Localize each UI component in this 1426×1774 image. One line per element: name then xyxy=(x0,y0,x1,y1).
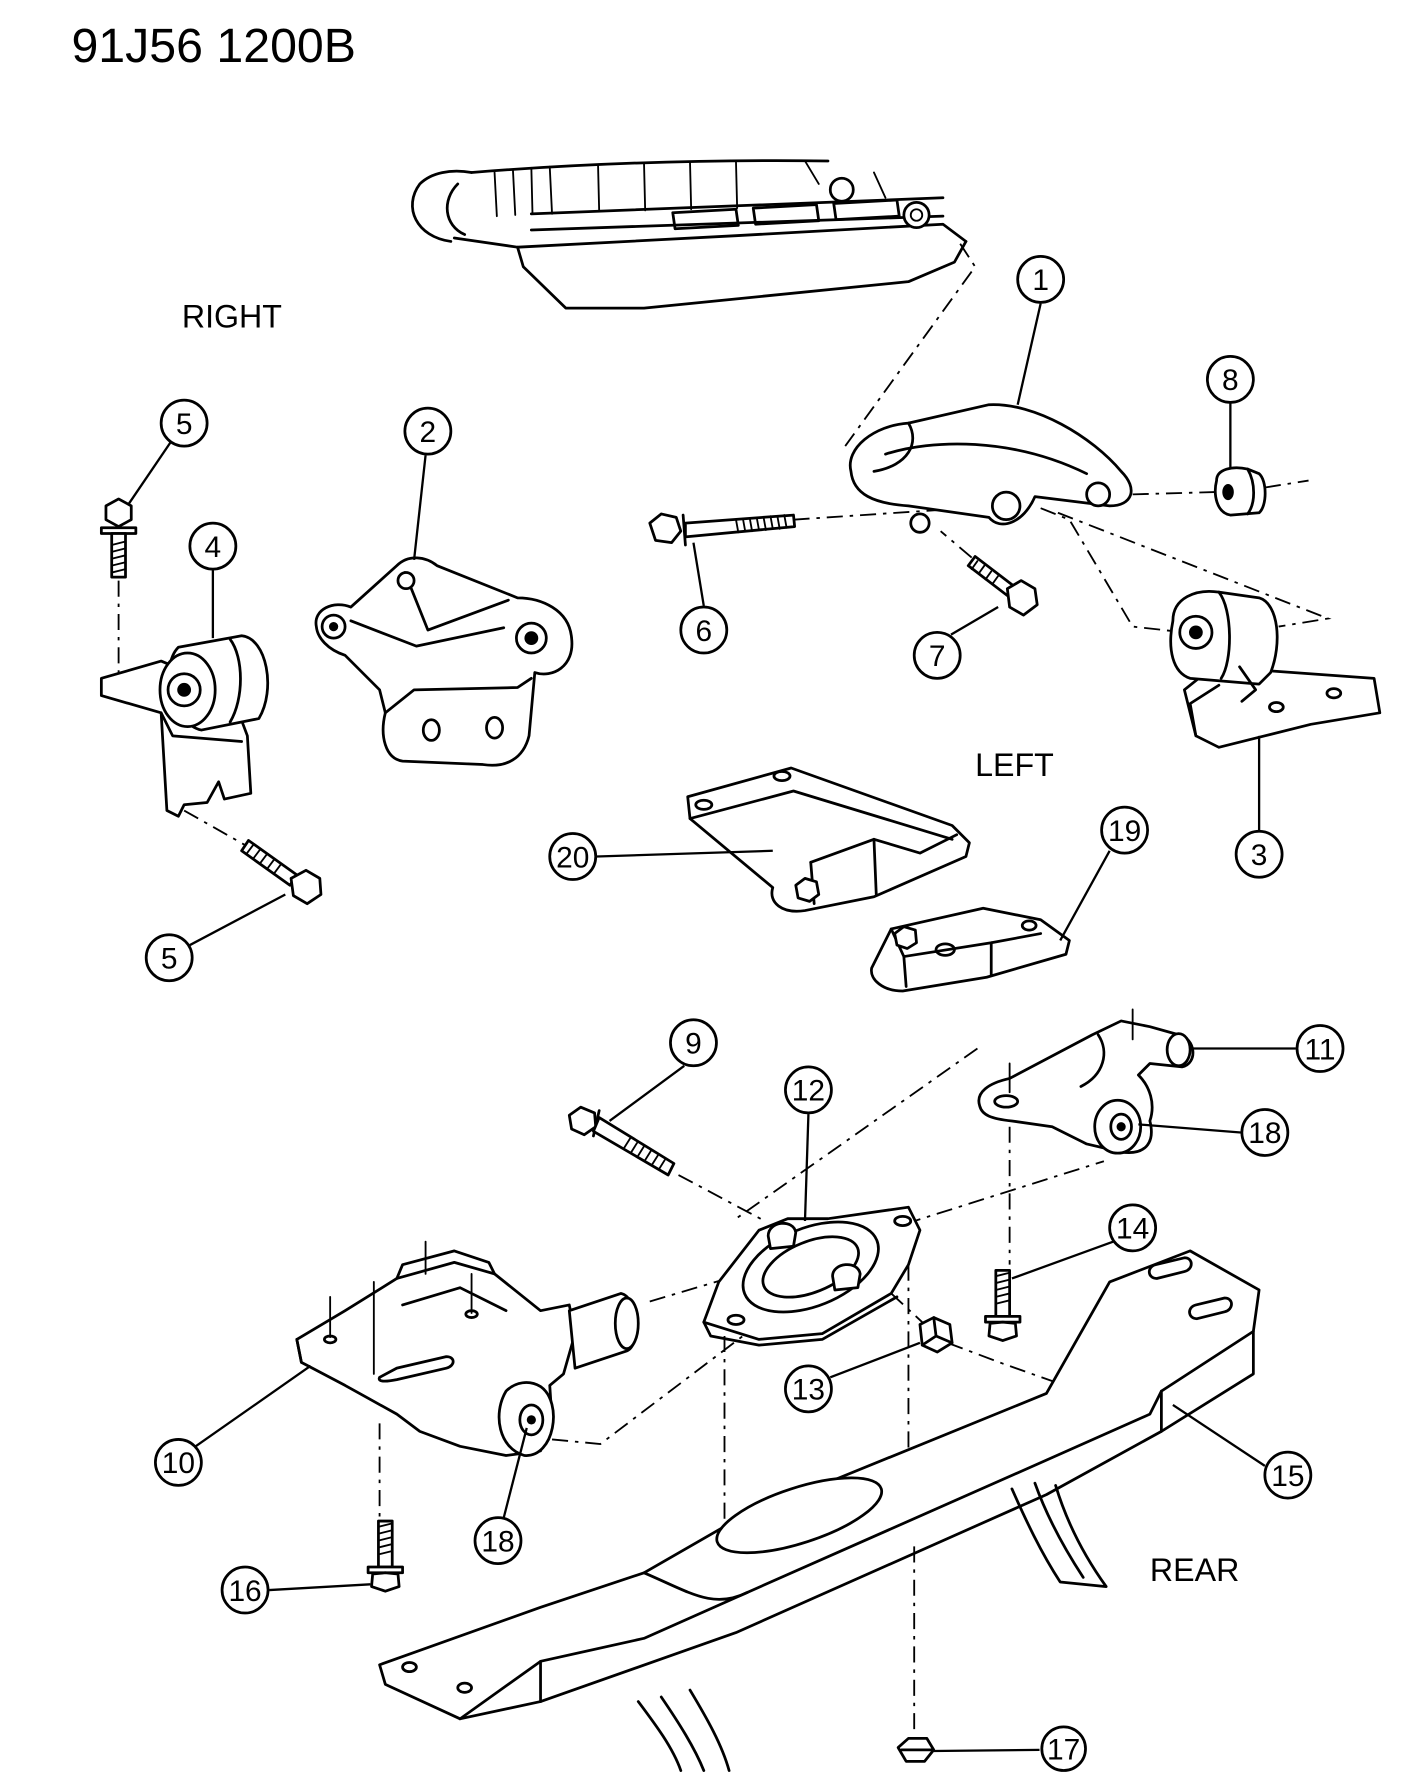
svg-text:1: 1 xyxy=(1032,264,1049,297)
engine-outline xyxy=(411,159,968,310)
callout-14: 14 xyxy=(1108,1203,1158,1253)
callout-20: 20 xyxy=(548,832,598,881)
svg-text:5: 5 xyxy=(176,408,193,441)
part-15-drawing xyxy=(378,1249,1261,1772)
svg-text:8: 8 xyxy=(1222,364,1239,397)
leader-lines xyxy=(127,303,1296,1753)
svg-text:17: 17 xyxy=(1047,1733,1080,1766)
callout-7: 7 xyxy=(912,630,962,680)
bolt-6-drawing xyxy=(648,512,797,547)
bolt-7-drawing xyxy=(966,555,1039,617)
callout-11: 11 xyxy=(1295,1024,1345,1073)
callout-12: 12 xyxy=(784,1065,833,1115)
callout-18-upper: 18 xyxy=(1240,1108,1290,1157)
svg-text:16: 16 xyxy=(228,1575,261,1608)
svg-text:20: 20 xyxy=(556,841,589,874)
part-19-drawing xyxy=(870,906,1071,993)
part-10-drawing xyxy=(295,1240,640,1457)
svg-text:3: 3 xyxy=(1251,839,1268,872)
label-rear: REAR xyxy=(1150,1552,1239,1588)
nut-17-drawing xyxy=(896,1736,936,1763)
part-3-drawing xyxy=(1169,590,1382,749)
callout-13: 13 xyxy=(784,1364,833,1414)
callout-16: 16 xyxy=(220,1565,270,1615)
svg-text:11: 11 xyxy=(1305,1033,1336,1066)
callout-5-top: 5 xyxy=(159,398,209,448)
diagram-title: 91J56 1200B xyxy=(71,19,355,73)
bolt-5-top-drawing xyxy=(99,497,138,579)
callout-9: 9 xyxy=(669,1018,718,1068)
callout-6: 6 xyxy=(679,605,729,655)
part-8-drawing xyxy=(1213,466,1267,517)
callout-8: 8 xyxy=(1205,355,1255,404)
svg-text:19: 19 xyxy=(1108,815,1141,848)
callout-10: 10 xyxy=(154,1438,203,1487)
svg-text:12: 12 xyxy=(792,1075,825,1108)
label-left: LEFT xyxy=(975,747,1054,783)
svg-text:9: 9 xyxy=(685,1028,702,1061)
callout-4: 4 xyxy=(188,521,238,571)
bolt-9-drawing xyxy=(567,1105,676,1177)
alignment-lines xyxy=(117,243,1332,1737)
svg-text:13: 13 xyxy=(792,1374,825,1407)
svg-text:18: 18 xyxy=(1248,1117,1281,1150)
callout-5-bottom: 5 xyxy=(144,933,194,983)
svg-text:7: 7 xyxy=(929,640,946,673)
svg-text:18: 18 xyxy=(481,1525,514,1558)
part-12-drawing xyxy=(702,1205,922,1347)
bolt-5-bottom-drawing xyxy=(240,839,323,906)
nut-13-drawing xyxy=(918,1316,954,1354)
svg-text:5: 5 xyxy=(161,942,178,975)
svg-text:15: 15 xyxy=(1271,1460,1304,1493)
bolt-16-drawing xyxy=(366,1519,404,1593)
part-20-drawing xyxy=(686,766,971,913)
callout-17: 17 xyxy=(1040,1725,1087,1772)
callout-1: 1 xyxy=(1016,255,1066,304)
callout-2: 2 xyxy=(403,406,453,456)
part-1-drawing xyxy=(848,403,1133,534)
svg-text:4: 4 xyxy=(205,531,222,564)
part-2-drawing xyxy=(314,556,574,767)
label-right: RIGHT xyxy=(182,299,282,335)
part-11-drawing xyxy=(977,1008,1195,1155)
callout-15: 15 xyxy=(1263,1450,1313,1500)
svg-text:10: 10 xyxy=(162,1447,195,1480)
callout-18-lower: 18 xyxy=(473,1516,523,1565)
bolt-14-drawing xyxy=(984,1269,1022,1342)
callout-19: 19 xyxy=(1100,805,1149,855)
svg-text:6: 6 xyxy=(695,615,712,648)
part-4-drawing xyxy=(99,634,270,818)
callout-3: 3 xyxy=(1234,829,1284,879)
svg-text:14: 14 xyxy=(1116,1213,1149,1246)
svg-text:2: 2 xyxy=(420,416,437,449)
